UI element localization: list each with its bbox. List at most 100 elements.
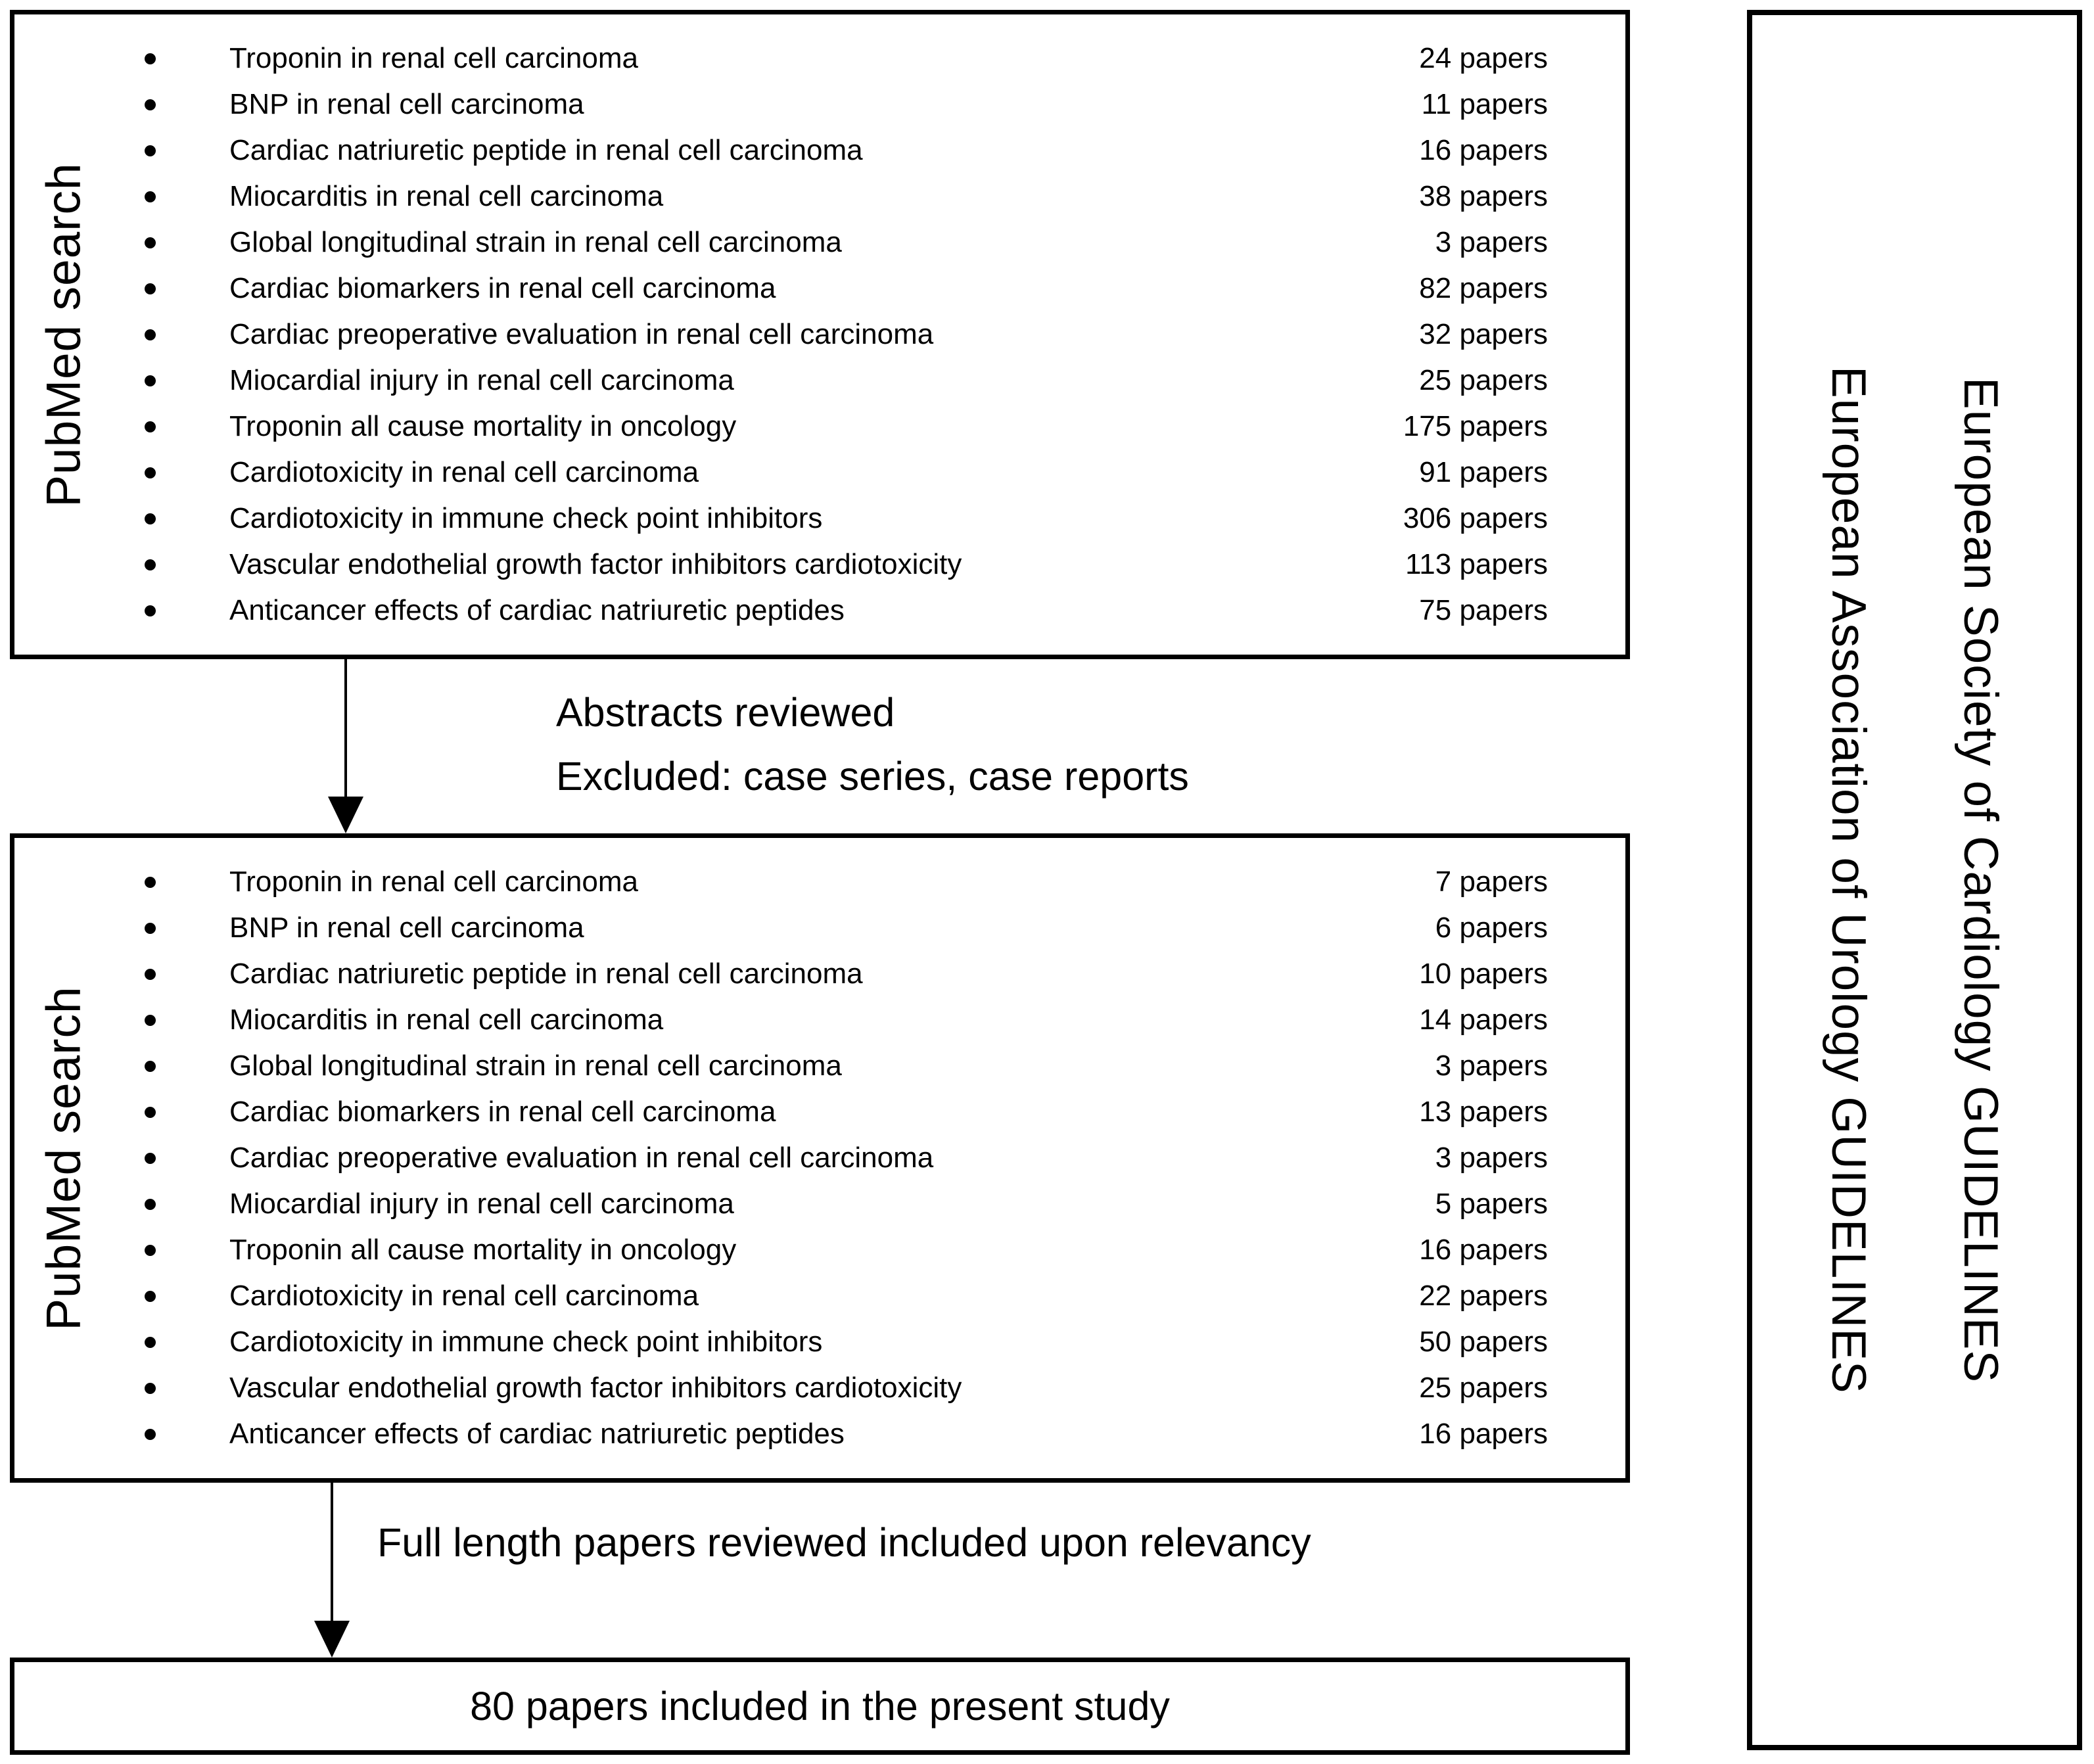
paper-count: 3 papers [1435, 226, 1548, 258]
search-term-label: Cardiotoxicity in immune check point inh… [229, 502, 823, 534]
bullet-icon [145, 375, 156, 386]
search-term-label: Cardiac biomarkers in renal cell carcino… [229, 1096, 776, 1128]
guidelines-panel: European Society of Cardiology GUIDELINE… [1747, 10, 2082, 1750]
bullet-icon [145, 329, 156, 340]
paper-count: 75 papers [1419, 594, 1548, 626]
table-row: Cardiotoxicity in immune check point inh… [113, 1319, 1548, 1365]
pubmed-search-label-2: PubMed search [37, 985, 91, 1331]
table-row: Cardiac natriuretic peptide in renal cel… [113, 951, 1548, 997]
down-arrow-2-head [314, 1621, 350, 1658]
bullet-icon [145, 559, 156, 570]
paper-count: 50 papers [1419, 1326, 1548, 1358]
pubmed-search-label-1: PubMed search [37, 162, 91, 507]
paper-count: 16 papers [1419, 1234, 1548, 1266]
bullet-icon [145, 99, 156, 110]
search-term-label: Miocarditis in renal cell carcinoma [229, 1004, 664, 1036]
side-label-strip-2: PubMed search [14, 838, 113, 1478]
bullet-icon [145, 145, 156, 156]
search-term-label: Cardiac natriuretic peptide in renal cel… [229, 958, 863, 990]
paper-count: 113 papers [1405, 548, 1548, 580]
pubmed-search-box-2-inner: PubMed search Troponin in renal cell car… [14, 838, 1625, 1478]
search-term-label: Anticancer effects of cardiac natriureti… [229, 594, 845, 626]
search-term-label: Troponin all cause mortality in oncology [229, 410, 737, 442]
table-row: Troponin all cause mortality in oncology… [113, 1227, 1548, 1273]
search-term-label: Cardiotoxicity in immune check point inh… [229, 1326, 823, 1358]
paper-count: 82 papers [1419, 272, 1548, 304]
search-term-label: Miocardial injury in renal cell carcinom… [229, 364, 734, 396]
search-term-label: Troponin in renal cell carcinoma [229, 42, 638, 74]
paper-count: 11 papers [1421, 88, 1548, 120]
search-term-list-2: Troponin in renal cell carcinoma 7 papers… [113, 838, 1625, 1478]
table-row: Miocardial injury in renal cell carcinom… [113, 358, 1548, 404]
table-row: Cardiac preoperative evaluation in renal… [113, 312, 1548, 358]
table-row: Cardiac biomarkers in renal cell carcino… [113, 1089, 1548, 1135]
table-row: Miocarditis in renal cell carcinoma 38 pa… [113, 174, 1548, 220]
exclusion-line: Excluded: case series, case reports [556, 754, 1189, 799]
full-length-review-line: Full length papers reviewed included upo… [377, 1520, 1311, 1565]
paper-count: 24 papers [1419, 42, 1548, 74]
pubmed-search-box-1: PubMed search Troponin in renal cell car… [10, 10, 1630, 659]
included-papers-text: 80 papers included in the present study [470, 1684, 1170, 1729]
bullet-icon [145, 1336, 156, 1348]
paper-count: 10 papers [1419, 958, 1548, 990]
bullet-icon [145, 467, 156, 478]
paper-count: 16 papers [1419, 1418, 1548, 1450]
search-term-label: Global longitudinal strain in renal cell… [229, 1050, 842, 1082]
table-row: Global longitudinal strain in renal cell… [113, 220, 1548, 266]
search-term-label: Miocarditis in renal cell carcinoma [229, 180, 664, 212]
bullet-icon [145, 1106, 156, 1118]
table-row: Anticancer effects of cardiac natriureti… [113, 1411, 1548, 1457]
table-row: Cardiotoxicity in renal cell carcinoma 22… [113, 1273, 1548, 1319]
table-row: Vascular endothelial growth factor inhib… [113, 1365, 1548, 1411]
table-row: BNP in renal cell carcinoma 6 papers [113, 905, 1548, 951]
bullet-icon [145, 1014, 156, 1026]
bullet-icon [145, 421, 156, 432]
down-arrow-1-head [328, 797, 363, 833]
search-term-label: Vascular endothelial growth factor inhib… [229, 1372, 962, 1404]
search-term-label: Cardiotoxicity in renal cell carcinoma [229, 1280, 699, 1312]
paper-count: 38 papers [1419, 180, 1548, 212]
bullet-icon [145, 1198, 156, 1210]
paper-count: 306 papers [1403, 502, 1548, 534]
abstracts-reviewed-line: Abstracts reviewed [556, 690, 895, 735]
bullet-icon [145, 191, 156, 202]
table-row: Troponin in renal cell carcinoma 7 papers [113, 859, 1548, 905]
bullet-icon [145, 968, 156, 980]
table-row: Anticancer effects of cardiac natriureti… [113, 588, 1548, 634]
bullet-icon [145, 283, 156, 294]
table-row: Vascular endothelial growth factor inhib… [113, 542, 1548, 588]
pubmed-search-box-1-inner: PubMed search Troponin in renal cell car… [14, 14, 1625, 655]
paper-count: 22 papers [1419, 1280, 1548, 1312]
table-row: Cardiac biomarkers in renal cell carcino… [113, 266, 1548, 312]
paper-count: 16 papers [1419, 134, 1548, 166]
table-row: Miocardial injury in renal cell carcinom… [113, 1181, 1548, 1227]
paper-count: 3 papers [1435, 1142, 1548, 1174]
bullet-icon [145, 237, 156, 248]
search-term-label: Cardiotoxicity in renal cell carcinoma [229, 456, 699, 488]
table-row: Cardiac preoperative evaluation in renal… [113, 1135, 1548, 1181]
search-term-label: Miocardial injury in renal cell carcinom… [229, 1188, 734, 1220]
search-term-label: Global longitudinal strain in renal cell… [229, 226, 842, 258]
paper-count: 32 papers [1419, 318, 1548, 350]
down-arrow-2-line [331, 1483, 333, 1622]
search-term-label: BNP in renal cell carcinoma [229, 912, 584, 944]
paper-count: 175 papers [1403, 410, 1548, 442]
abstracts-reviewed-note: Abstracts reviewed Excluded: case series… [556, 681, 1189, 808]
bullet-icon [145, 605, 156, 616]
paper-count: 13 papers [1419, 1096, 1548, 1128]
search-term-label: Troponin in renal cell carcinoma [229, 866, 638, 898]
bullet-icon [145, 1428, 156, 1440]
search-term-label: Cardiac preoperative evaluation in renal… [229, 318, 934, 350]
paper-count: 6 papers [1435, 912, 1548, 944]
paper-count: 7 papers [1435, 866, 1548, 898]
bullet-icon [145, 1152, 156, 1164]
table-row: Cardiac natriuretic peptide in renal cel… [113, 128, 1548, 174]
bullet-icon [145, 1382, 156, 1394]
table-row: Troponin in renal cell carcinoma 24 paper… [113, 35, 1548, 81]
search-term-label: Cardiac biomarkers in renal cell carcino… [229, 272, 776, 304]
table-row: Troponin all cause mortality in oncology… [113, 404, 1548, 450]
